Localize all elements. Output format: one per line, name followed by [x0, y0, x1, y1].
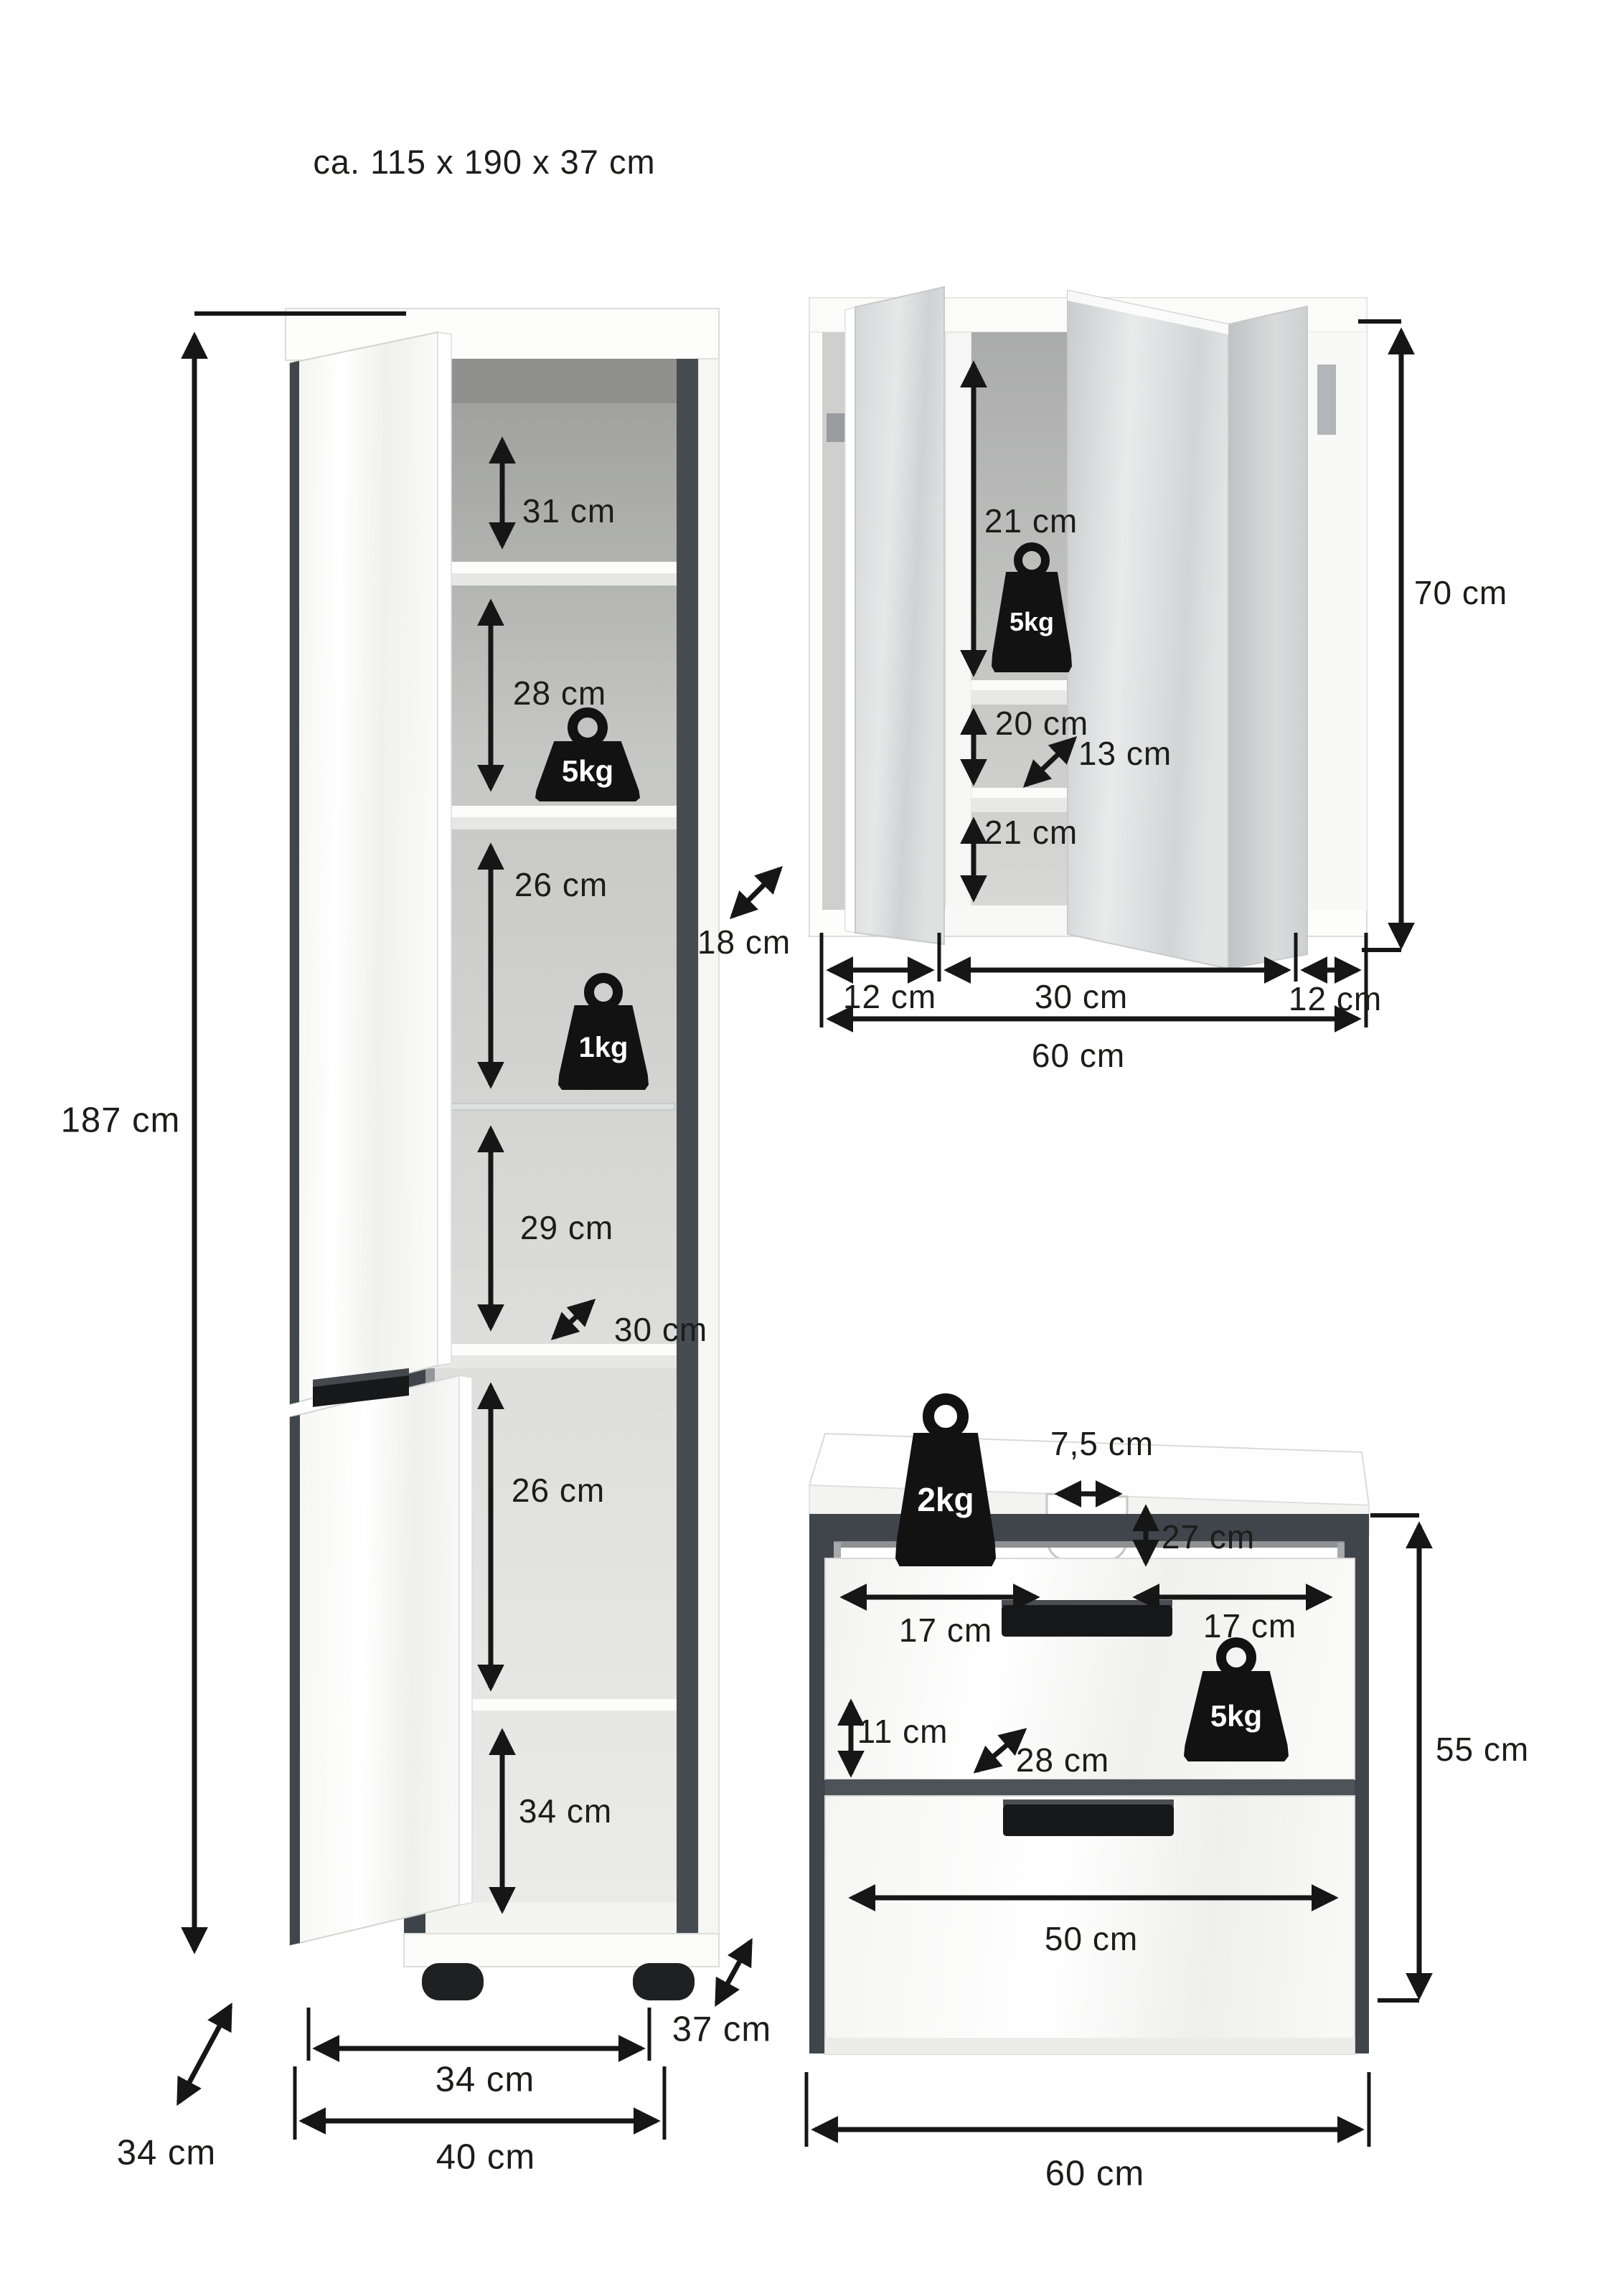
weight-value: 5kg — [561, 754, 614, 788]
door-handle — [1002, 1605, 1172, 1637]
mirror-door-folded-pair — [1067, 289, 1308, 970]
vanity-inner-depth-label: 28 cm — [1015, 1741, 1110, 1779]
tall-cabinet — [285, 308, 720, 2000]
mirror-cabinet-width-total-label: 60 cm — [1031, 1036, 1126, 1074]
shelf — [425, 562, 677, 1723]
vanity-drawer — [824, 1795, 1355, 2055]
vanity-door-right-label: 17 cm — [1202, 1606, 1297, 1645]
cabinet-foot — [633, 1963, 695, 2000]
weight-icon-5kg-tall-cabinet: 5kg — [535, 707, 640, 801]
tall-cabinet-open-door-lower — [289, 1368, 473, 1947]
tall-cabinet-section-26-lower-label: 26 cm — [511, 1471, 606, 1509]
tall-cabinet-shelf-depth-label: 30 cm — [613, 1310, 708, 1348]
vanity-hole-width-label: 7,5 cm — [1050, 1424, 1154, 1462]
overall-dimensions-title: ca. 115 x 190 x 37 cm — [313, 143, 656, 182]
tall-cabinet-depth-right-label: 37 cm — [672, 2010, 772, 2049]
vanity-width-total-label: 60 cm — [1045, 2154, 1145, 2193]
mirror-cabinet-height-label: 70 cm — [1413, 573, 1508, 611]
mirror-cabinet-section-20-label: 20 cm — [994, 704, 1089, 742]
mirror-door-left — [844, 286, 945, 946]
weight-value: 1kg — [578, 1031, 629, 1063]
weight-icon-2kg-vanity: 2kg — [895, 1393, 996, 1566]
tall-cabinet-section-29-label: 29 cm — [519, 1208, 614, 1246]
dimension-arrows — [176, 311, 1433, 2147]
mirror-cabinet — [809, 286, 1368, 970]
tall-cabinet-inner-width-label: 34 cm — [435, 2060, 535, 2099]
mirror-cabinet-section-21-bottom-label: 21 cm — [984, 813, 1078, 851]
shelf-bracket — [827, 413, 848, 442]
drawer-handle — [1003, 1805, 1174, 1836]
shelf-bracket — [1317, 364, 1336, 435]
tall-cabinet-open-door-upper — [289, 331, 452, 1406]
tall-cabinet-section-28-label: 28 cm — [512, 674, 607, 712]
mirror-cabinet-shelf-depth-label: 13 cm — [1078, 734, 1172, 772]
weight-icon-5kg-vanity: 5kg — [1184, 1637, 1289, 1761]
tall-cabinet-section-31-label: 31 cm — [522, 491, 616, 530]
cabinet-foot — [422, 1963, 484, 2000]
vanity-height-label: 55 cm — [1435, 1730, 1530, 1768]
mirror-cabinet-width-center-label: 30 cm — [1034, 977, 1129, 1015]
tall-cabinet-outer-width-label: 40 cm — [436, 2137, 536, 2177]
mirror-cabinet-width-right-label: 12 cm — [1288, 979, 1383, 1017]
weight-icon-5kg-mirror-cabinet: 5kg — [992, 542, 1072, 672]
vanity-door-left-label: 17 cm — [898, 1611, 993, 1649]
weight-ring — [923, 1393, 969, 1439]
vanity-drawer-width-label: 50 cm — [1044, 1919, 1139, 1957]
mirror-cabinet-width-left-label: 12 cm — [842, 977, 937, 1015]
vanity-hole-offset-label: 27 cm — [1161, 1518, 1256, 1556]
mirror-cabinet-depth-label: 18 cm — [697, 923, 791, 961]
vanity-plinth-height-label: 11 cm — [857, 1712, 949, 1750]
weight-value: 2kg — [917, 1481, 974, 1518]
tall-cabinet-height-label: 187 cm — [60, 1101, 181, 1140]
weight-icon-1kg-tall-cabinet: 1kg — [558, 973, 649, 1090]
weight-value: 5kg — [1210, 1699, 1263, 1733]
tall-cabinet-depth-label: 34 cm — [116, 2133, 217, 2173]
tall-cabinet-section-26-upper-label: 26 cm — [514, 865, 608, 903]
weight-value: 5kg — [1009, 607, 1055, 636]
tall-cabinet-section-34-label: 34 cm — [518, 1792, 613, 1830]
mirror-cabinet-section-21-top-label: 21 cm — [984, 502, 1078, 540]
